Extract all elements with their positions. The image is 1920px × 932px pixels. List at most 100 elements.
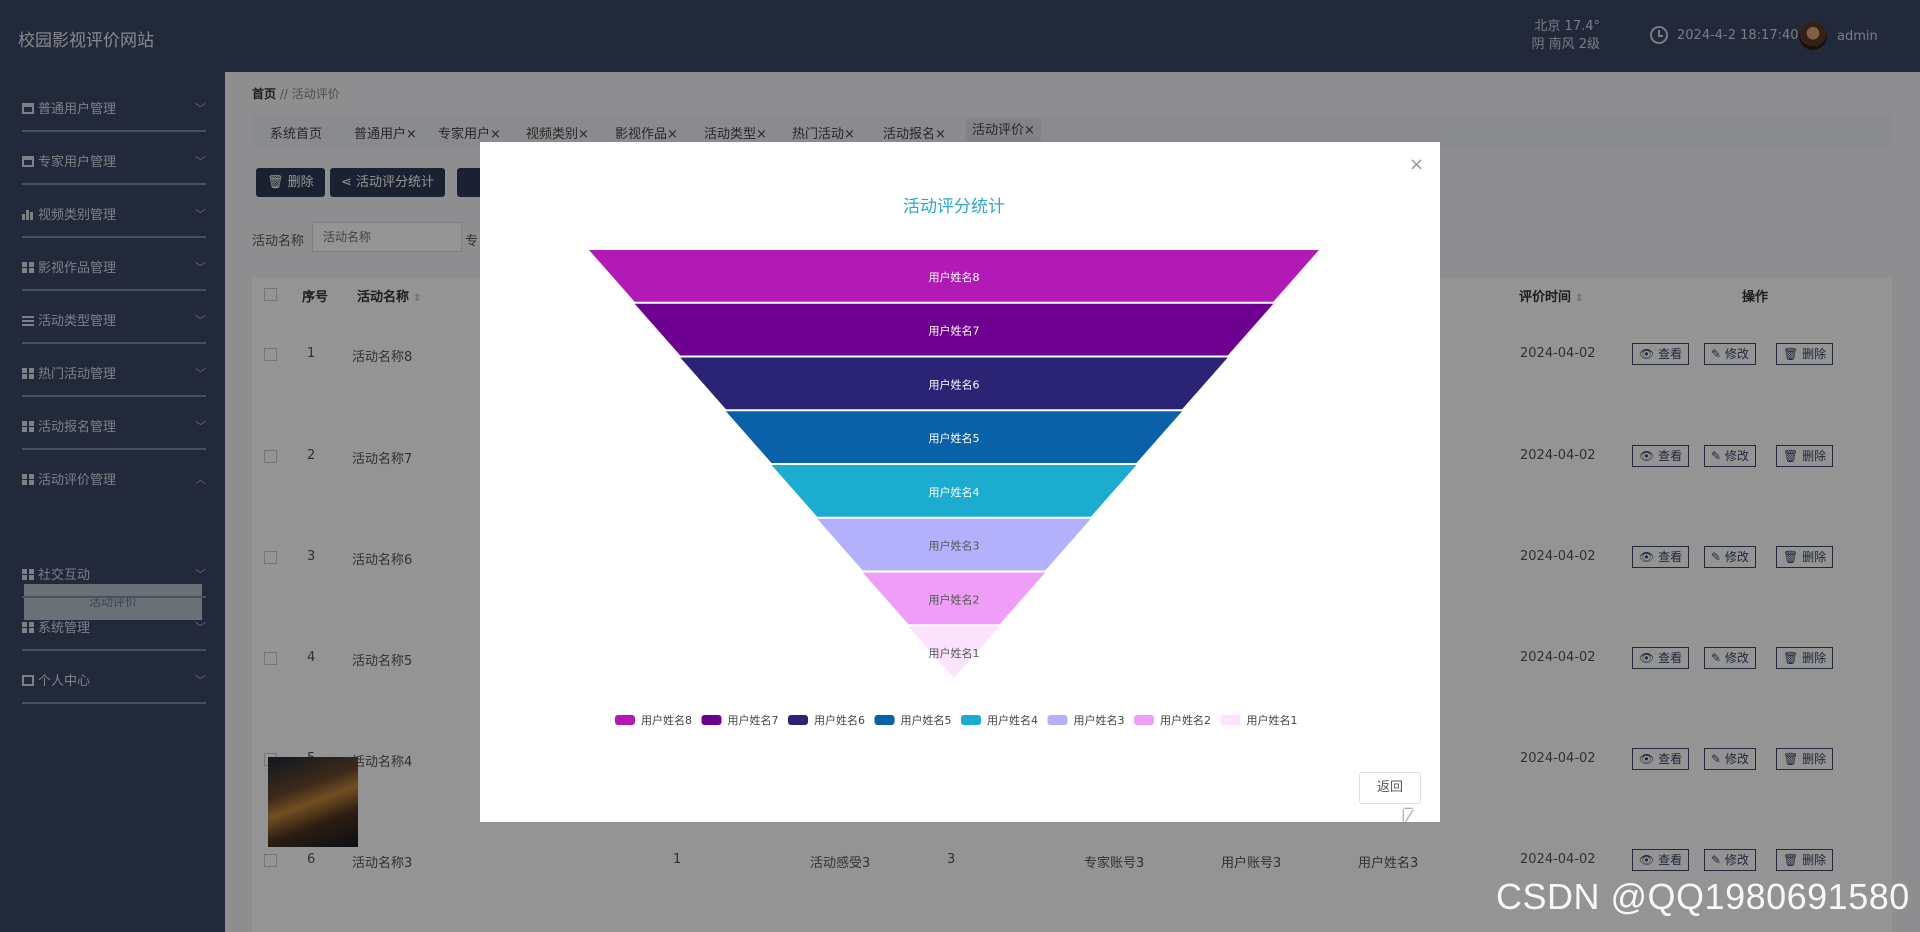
breadcrumb-home[interactable]: 首页 [252,87,277,101]
legend-label[interactable]: 用户姓名4 [987,713,1038,727]
menu-divider [22,130,206,132]
edit-button[interactable]: ✎ 修改 [1704,546,1756,568]
sort-icon: ⇕ [1575,293,1584,304]
sidebar-item-system[interactable]: 系统管理 ﹀ [22,617,206,639]
funnel-segment[interactable] [771,465,1137,517]
breadcrumb: 首页 // 活动评价 [252,85,340,102]
sidebar-item-regular-users[interactable]: 普通用户管理 ﹀ [22,98,206,120]
edit-button[interactable]: ✎ 修改 [1704,445,1756,467]
legend-label[interactable]: 用户姓名7 [728,713,779,727]
edit-button[interactable]: ✎ 修改 [1704,647,1756,669]
funnel-segment[interactable] [817,518,1091,571]
sidebar: 普通用户管理 ﹀ 专家用户管理 ﹀ 视频类别管理 ﹀ 影视作品管理 ﹀ 活动类型… [0,72,225,932]
row-delete-button[interactable]: 🗑 删除 [1776,647,1834,669]
briefcase-icon [22,156,34,167]
sidebar-subitem-evaluation[interactable]: 活动评价 [24,584,202,620]
legend-label[interactable]: 用户姓名8 [641,713,692,727]
sidebar-item-activity-types[interactable]: 活动类型管理 ﹀ [22,310,206,332]
row-delete-button[interactable]: 🗑 删除 [1776,849,1834,871]
tab-activity-types[interactable]: 活动类型× [704,127,767,142]
sidebar-item-social[interactable]: 社交互动 ﹀ [22,564,206,586]
funnel-segment[interactable] [725,411,1183,463]
cell-time: 2024-04-02 [1520,650,1596,665]
sidebar-item-works[interactable]: 影视作品管理 ﹀ [22,257,206,279]
tab-registrations[interactable]: 活动报名× [883,127,946,142]
legend-swatch[interactable] [701,715,722,725]
weather-city-temp: 北京 17.4° [1534,19,1600,34]
legend-label[interactable]: 用户姓名3 [1074,713,1125,727]
chevron-down-icon: ﹀ [195,621,206,634]
row-delete-button[interactable]: 🗑 删除 [1776,546,1834,568]
legend-label[interactable]: 用户姓名1 [1247,713,1298,727]
view-button[interactable]: 👁 查看 [1632,849,1690,871]
funnel-segment[interactable] [589,250,1319,302]
funnel-segment[interactable] [908,626,1000,678]
sidebar-item-evaluations[interactable]: 活动评价管理 ︿ [22,469,206,491]
row-checkbox[interactable] [264,450,277,463]
edit-button[interactable]: ✎ 修改 [1704,343,1756,365]
funnel-segment-label: 用户姓名2 [929,592,980,606]
legend-swatch[interactable] [874,715,895,725]
delete-button[interactable]: 🗑 删除 [256,168,325,197]
chevron-down-icon: ﹀ [195,568,206,581]
tab-expert-users[interactable]: 专家用户× [438,127,501,142]
activity-score-stats-button[interactable]: ⋖ 活动评分统计 [330,168,446,197]
legend-swatch[interactable] [788,715,808,725]
menu-divider [22,236,206,238]
col-name[interactable]: 活动名称⇕ [357,290,422,305]
row-checkbox[interactable] [264,551,277,564]
legend-label[interactable]: 用户姓名2 [1160,713,1211,727]
edit-button[interactable]: ✎ 修改 [1704,748,1756,770]
cell-feeling: 活动感受3 [810,856,871,871]
legend-swatch[interactable] [961,715,981,725]
weather-desc: 阴 南风 2级 [1531,37,1600,52]
tab-evaluations[interactable]: 活动评价× [966,119,1041,143]
view-button[interactable]: 👁 查看 [1632,343,1690,365]
col-eval-time[interactable]: 评价时间⇕ [1519,290,1584,305]
legend-swatch[interactable] [1134,715,1154,725]
row-checkbox[interactable] [264,854,277,867]
col-index: 序号 [302,290,329,305]
tab-video-categories[interactable]: 视频类别× [526,127,589,142]
sidebar-item-registrations[interactable]: 活动报名管理 ﹀ [22,416,206,438]
row-delete-button[interactable]: 🗑 删除 [1776,343,1834,365]
view-button[interactable]: 👁 查看 [1632,647,1690,669]
tab-regular-users[interactable]: 普通用户× [354,127,417,142]
row-delete-button[interactable]: 🗑 删除 [1776,445,1834,467]
legend-label[interactable]: 用户姓名6 [814,713,865,727]
grid-icon [22,368,34,379]
legend-swatch[interactable] [615,715,635,725]
legend-swatch[interactable] [1220,715,1241,725]
search-input[interactable] [312,222,462,252]
view-button[interactable]: 👁 查看 [1632,546,1690,568]
row-checkbox[interactable] [264,348,277,361]
sidebar-item-profile[interactable]: 个人中心 ﹀ [22,670,206,692]
tab-hot-activities[interactable]: 热门活动× [792,127,855,142]
sidebar-item-expert-users[interactable]: 专家用户管理 ﹀ [22,151,206,173]
cell-expert-account: 专家账号3 [1084,856,1145,871]
sidebar-item-video-categories[interactable]: 视频类别管理 ﹀ [22,204,206,226]
funnel-segment[interactable] [862,572,1046,625]
chevron-down-icon: ﹀ [195,367,206,380]
edit-button[interactable]: ✎ 修改 [1704,849,1756,871]
legend-label[interactable]: 用户姓名5 [901,713,952,727]
view-button[interactable]: 👁 查看 [1632,445,1690,467]
row-checkbox[interactable] [264,652,277,665]
view-button[interactable]: 👁 查看 [1632,748,1690,770]
close-icon[interactable]: × [1409,154,1425,175]
funnel-segment[interactable] [680,357,1228,410]
tab-works[interactable]: 影视作品× [615,127,678,142]
return-button[interactable]: 返回 [1359,772,1421,804]
sidebar-item-hot-activities[interactable]: 热门活动管理 ﹀ [22,363,206,385]
username[interactable]: admin [1837,29,1878,44]
chevron-down-icon: ﹀ [195,261,206,274]
movie-poster-image [268,757,358,847]
select-all-checkbox[interactable] [264,288,277,301]
legend-swatch[interactable] [1047,715,1068,725]
avatar[interactable] [1799,22,1827,50]
funnel-segment[interactable] [634,303,1274,356]
row-delete-button[interactable]: 🗑 删除 [1776,748,1834,770]
tab-home[interactable]: 系统首页 [270,127,323,142]
current-datetime: 2024-4-2 18:17:40 [1677,28,1799,43]
